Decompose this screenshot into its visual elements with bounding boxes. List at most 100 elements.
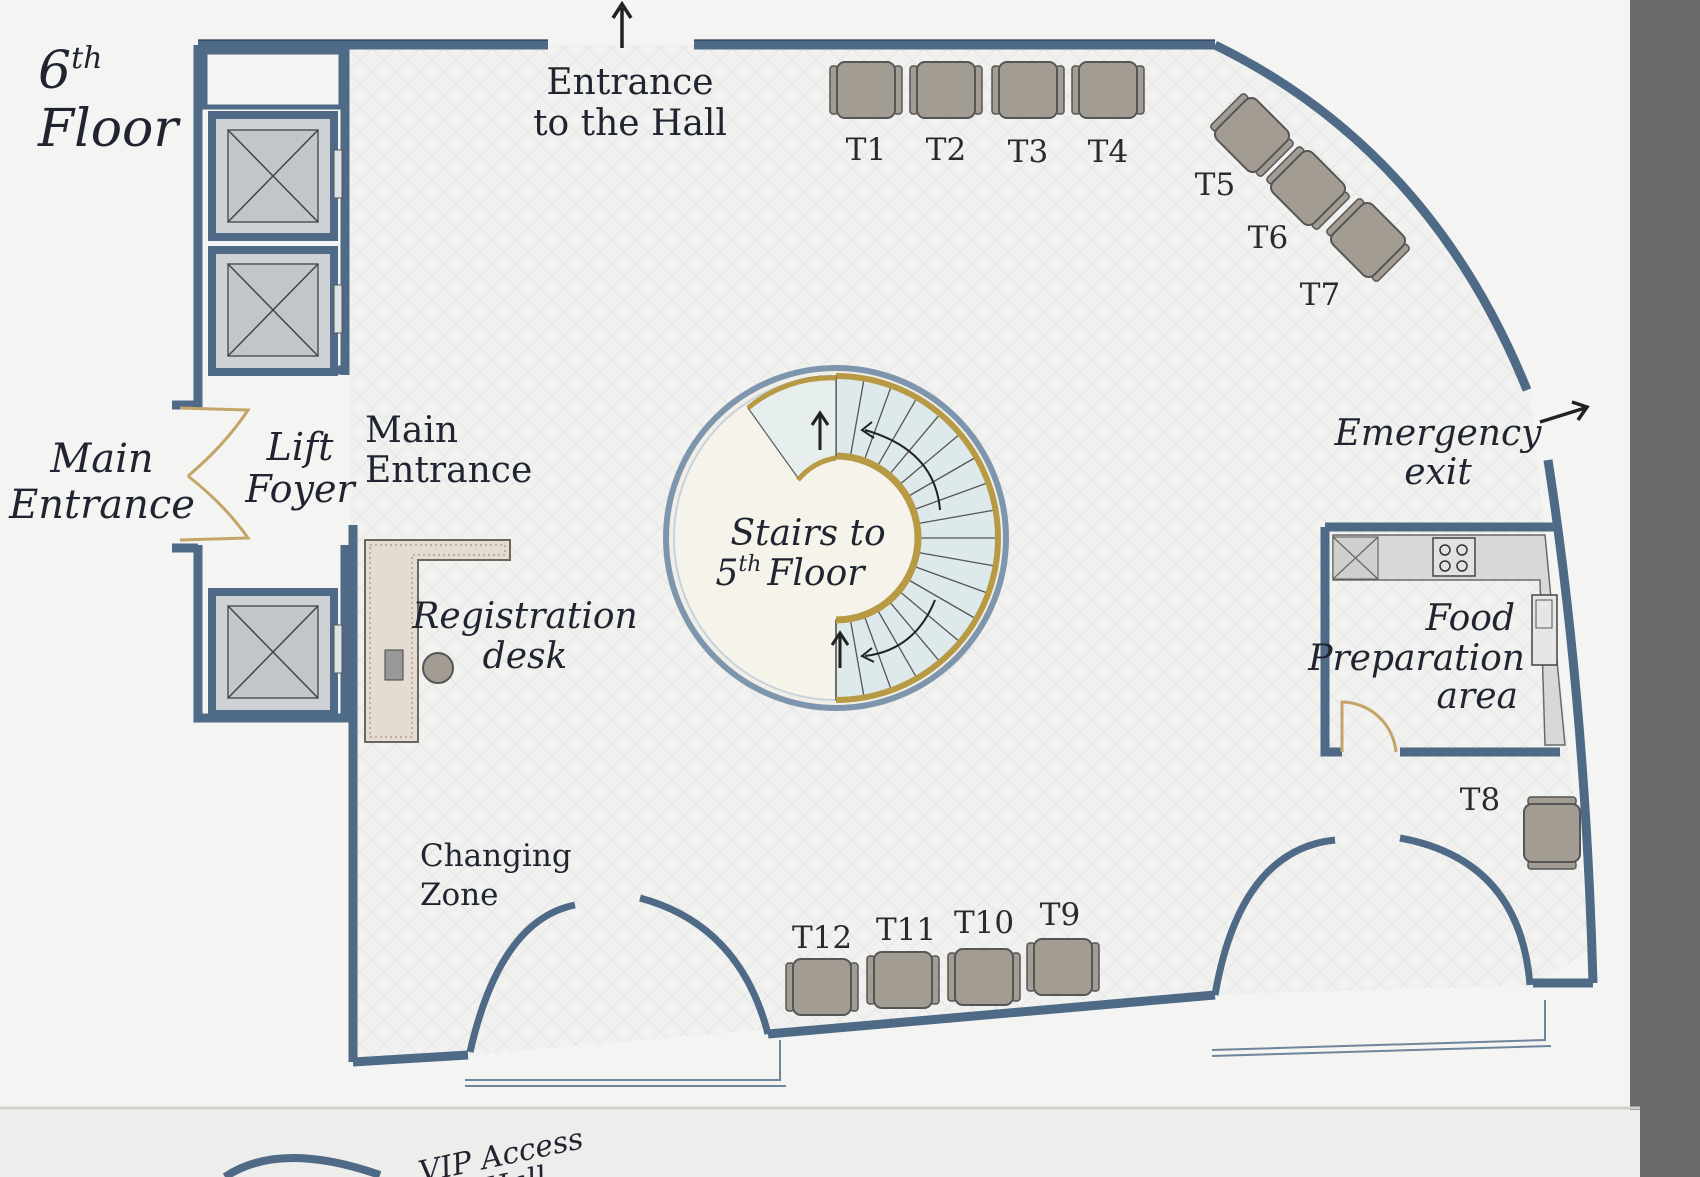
stair-arrow-curve-icon [860, 421, 941, 511]
table-label-6: T6 [1248, 220, 1288, 256]
main-entrance-right-line1: Main [365, 410, 458, 451]
entrance-hall-line2: to the Hall [533, 103, 727, 144]
floor-number: 6 [38, 41, 71, 101]
lift-3 [208, 588, 343, 718]
table-top [792, 958, 852, 1016]
stair-tread [916, 509, 996, 525]
table-7[interactable] [1323, 195, 1414, 286]
food-prep-kitchen [1332, 534, 1566, 753]
stair-tread [916, 551, 996, 567]
stairs-line1: Stairs to [730, 513, 885, 554]
stair-tread [906, 578, 977, 620]
registration-line2: desk [483, 636, 568, 677]
vip-arc [222, 1154, 382, 1177]
table-label-11: T11 [876, 912, 936, 948]
table-1[interactable] [829, 61, 903, 119]
table-label-12: T12 [792, 920, 852, 956]
arch-sills [465, 1000, 1552, 1087]
paper-fold-shadow [1630, 0, 1700, 1177]
table-top [1270, 150, 1346, 226]
floor-word: Floor [37, 99, 181, 159]
stair-arrow-up-icon [830, 630, 850, 668]
stair-tread [849, 618, 865, 698]
table-top [836, 61, 896, 119]
lower-page [0, 1110, 1640, 1177]
stairs-num: 5 [716, 553, 739, 594]
hall-entrance-arrow-icon [611, 0, 633, 48]
stair-arrow-up-icon [810, 410, 830, 450]
stair-tread [863, 385, 893, 462]
stair-tread [898, 590, 961, 643]
stove-icon [1432, 537, 1476, 577]
table-12[interactable] [785, 958, 859, 1016]
main-entrance-door [179, 406, 251, 542]
stair-tread [898, 433, 961, 486]
stairs-word: Floor [766, 553, 866, 594]
lift-1 [208, 111, 343, 241]
main-entrance-left-line2: Entrance [8, 482, 195, 528]
stair-arrow-curve-icon [860, 599, 936, 663]
spiral-stairs [663, 365, 1009, 711]
changing-line1: Changing [420, 838, 572, 874]
registration-line1: Registration [411, 596, 637, 637]
table-top [1214, 97, 1290, 173]
desk-chair-icon [422, 652, 454, 684]
food-line3: area [1437, 676, 1518, 717]
changing-line2: Zone [420, 877, 499, 913]
food-line1: Food [1425, 598, 1515, 639]
table-top [916, 61, 976, 119]
main-entrance-right-line2: Entrance [365, 450, 532, 491]
stair-tread [912, 565, 989, 595]
table-top [1078, 61, 1138, 119]
lift-foyer-line2: Foyer [244, 467, 357, 511]
food-line2: Preparation [1307, 638, 1525, 679]
emergency-line1: Emergency [1334, 413, 1543, 454]
table-label-10: T10 [954, 905, 1014, 941]
table-top [998, 61, 1058, 119]
table-label-9: T9 [1040, 897, 1080, 933]
table-8[interactable] [1523, 796, 1581, 870]
emergency-exit-arrow-icon [1539, 400, 1590, 424]
floor-suffix: th [71, 41, 102, 76]
emergency-line2: exit [1404, 452, 1472, 493]
lift-foyer-line1: Lift [266, 425, 334, 469]
walls [172, 40, 1598, 1067]
svg-text:6th: 6th [38, 41, 102, 101]
lift-machine-room [202, 49, 344, 110]
stair-tread [888, 413, 941, 476]
entrance-hall-line1: Entrance [546, 62, 713, 103]
table-label-8: T8 [1460, 782, 1500, 818]
table-6[interactable] [1263, 143, 1354, 234]
table-9[interactable] [1026, 938, 1100, 996]
table-top [1033, 938, 1093, 996]
stairs-sup: th [738, 552, 761, 577]
table-5[interactable] [1207, 90, 1298, 181]
floor-title: 6th Floor [37, 41, 181, 159]
bottom-arches [466, 834, 1534, 1053]
stair-tread [849, 378, 865, 458]
main-entrance-left-line1: Main [49, 436, 153, 482]
table-label-3: T3 [1008, 134, 1048, 170]
table-label-5: T5 [1195, 167, 1235, 203]
table-label-1: T1 [846, 132, 886, 168]
table-3[interactable] [991, 61, 1065, 119]
table-label-7: T7 [1300, 277, 1340, 313]
table-11[interactable] [866, 951, 940, 1009]
stair-tread [912, 481, 989, 511]
table-top [1523, 803, 1581, 863]
lift-2 [208, 246, 343, 376]
table-label-4: T4 [1088, 134, 1128, 170]
table-label-2: T2 [926, 132, 966, 168]
registration-desk [364, 539, 511, 743]
table-10[interactable] [947, 948, 1021, 1006]
table-2[interactable] [909, 61, 983, 119]
table-top [873, 951, 933, 1009]
stair-tread [876, 397, 918, 468]
table-top [954, 948, 1014, 1006]
table-4[interactable] [1071, 61, 1145, 119]
stair-tread [906, 456, 977, 498]
stair-tread [876, 608, 918, 679]
